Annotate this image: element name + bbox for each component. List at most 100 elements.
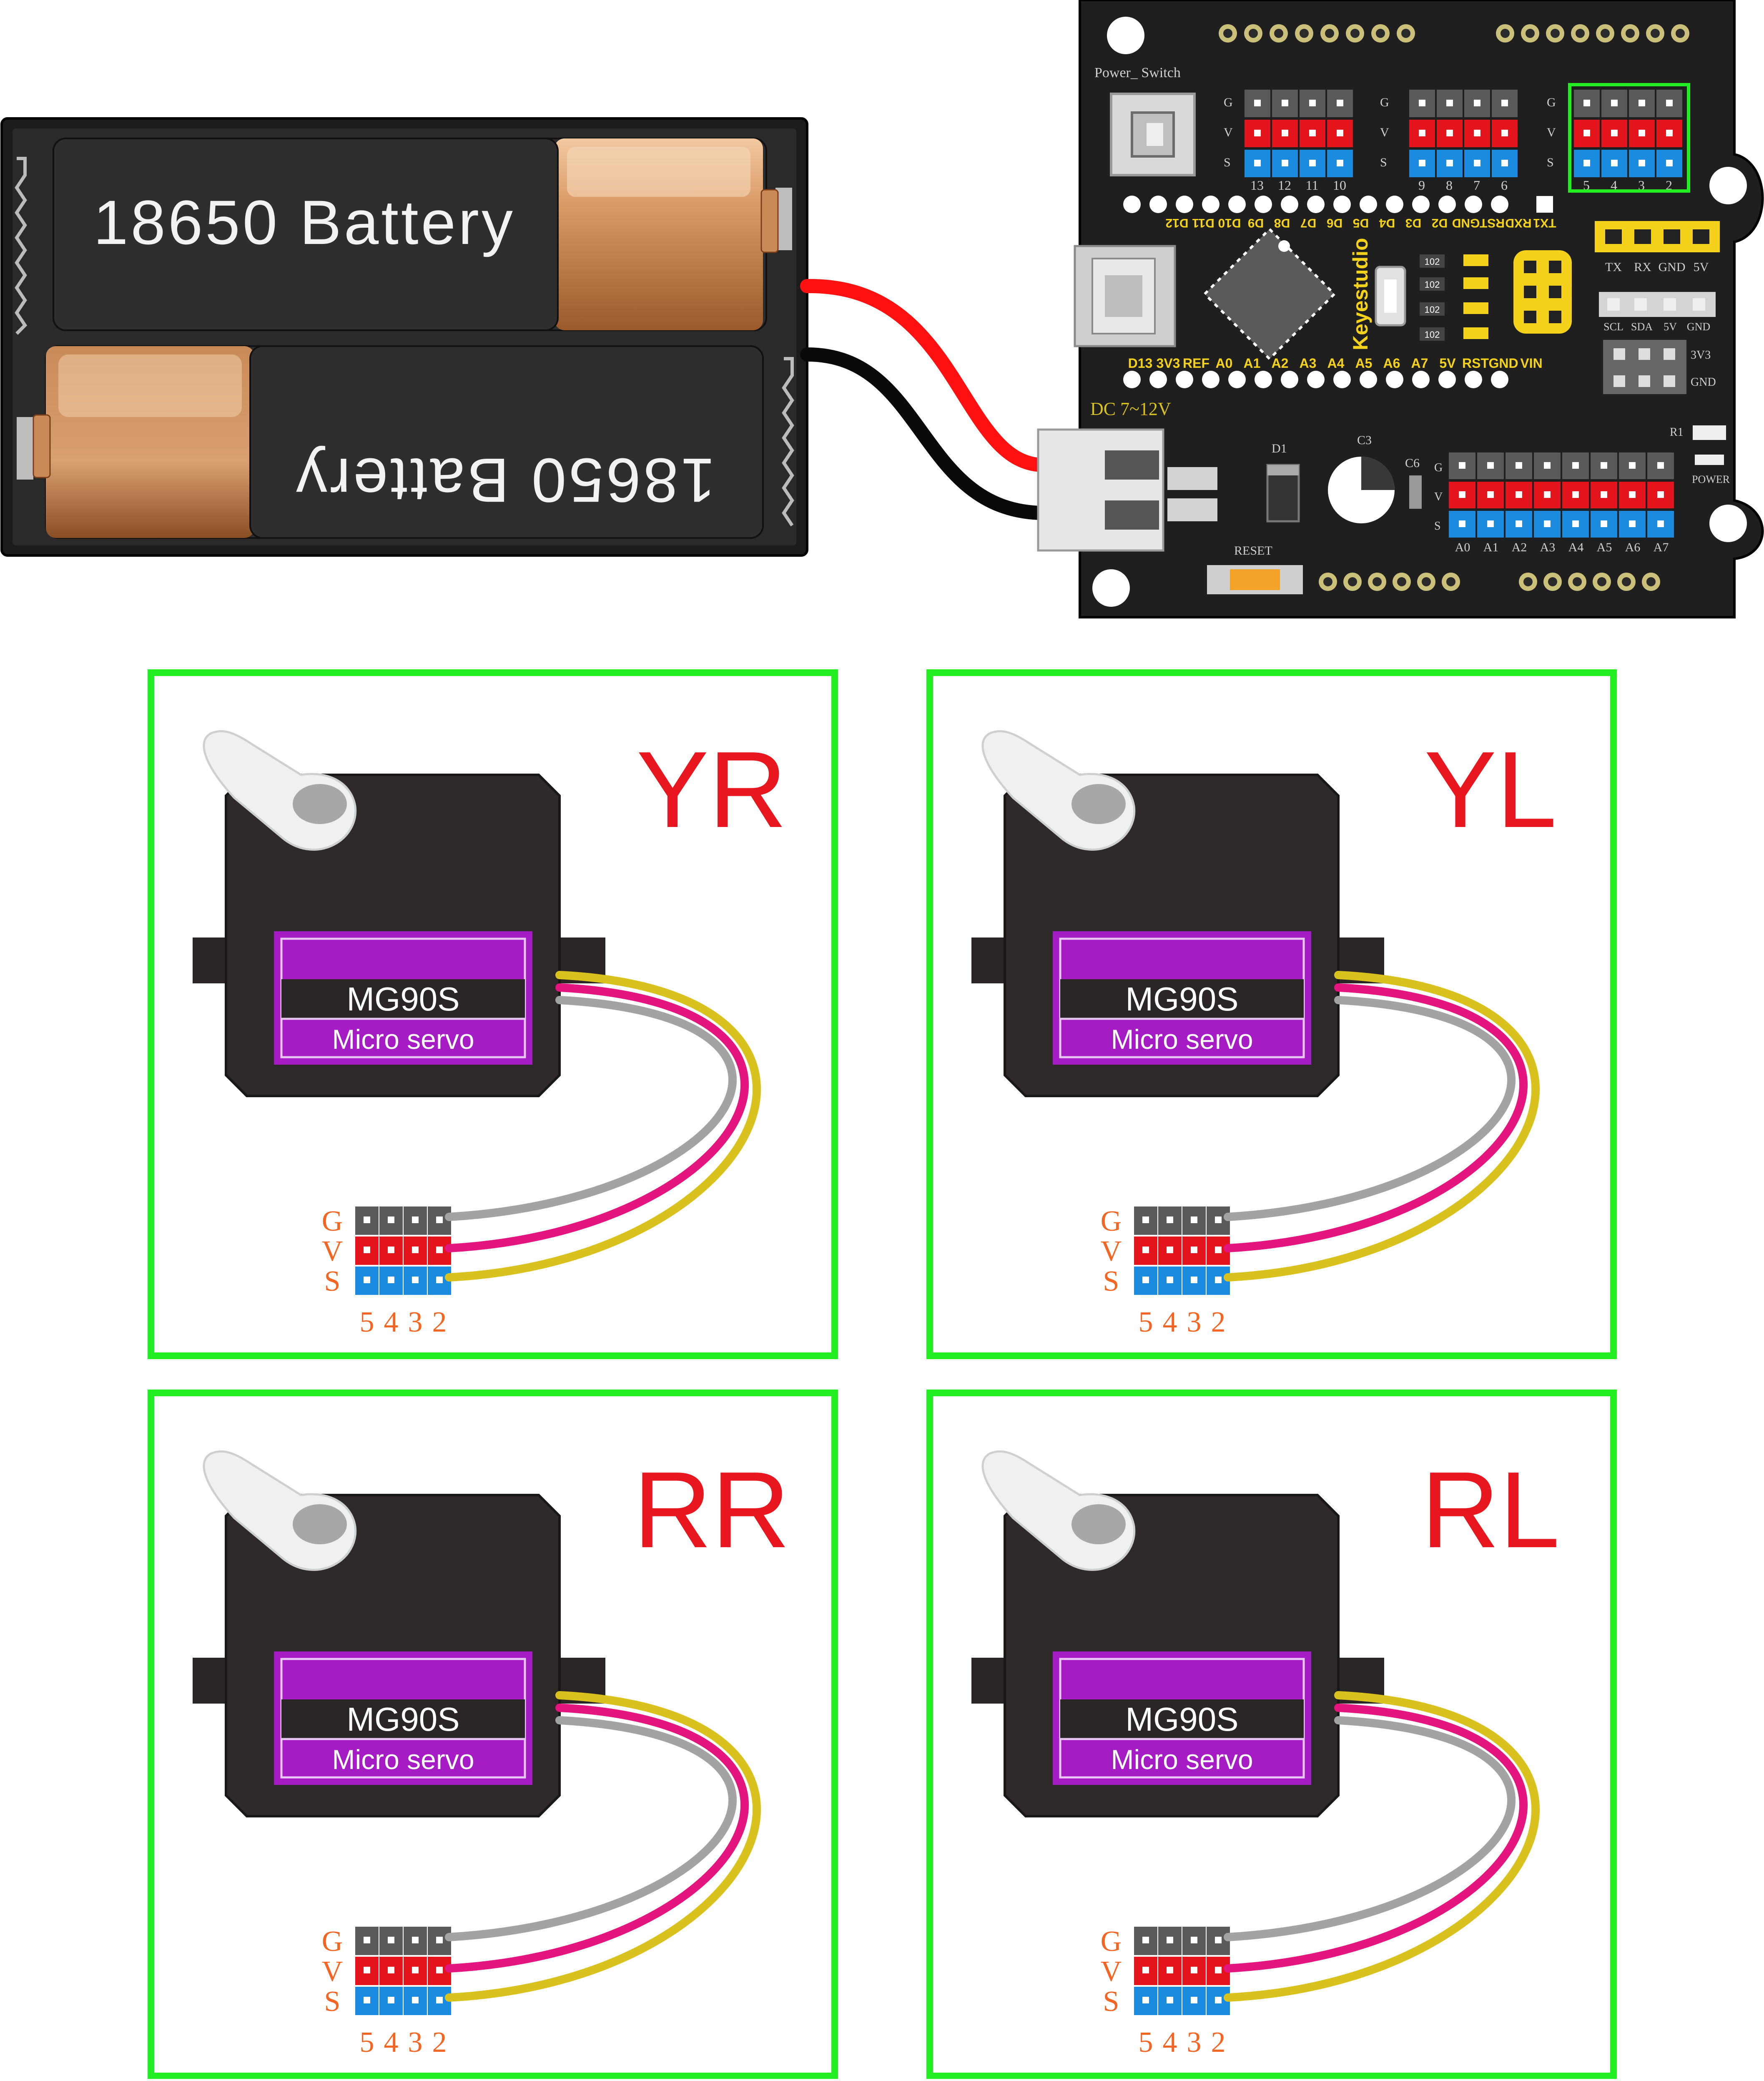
pin-number-label: 2 — [432, 2026, 447, 2058]
servo-shaft — [1071, 1504, 1126, 1544]
servo-wire — [1224, 1704, 1528, 1973]
analog-pin-label: A5 — [1597, 540, 1612, 554]
pin-number-label: 2 — [1211, 2026, 1226, 2058]
pin-label: A6 — [1383, 356, 1400, 371]
pin-hole — [1281, 371, 1298, 388]
power-switch[interactable] — [1110, 93, 1196, 176]
analog-pin-label: A4 — [1568, 540, 1584, 554]
gvs-row-label: G — [1224, 96, 1233, 109]
pin-label: D4 — [1379, 216, 1395, 230]
pin-label: D10 — [1218, 216, 1241, 230]
digital-pin-number: 11 — [1306, 178, 1319, 193]
analog-pin-label: A3 — [1540, 540, 1556, 554]
servo-wire — [445, 1691, 761, 2002]
i2c-header — [1599, 292, 1716, 317]
pin-label: 3V3 — [1157, 356, 1180, 371]
brand-label: Keyestudio — [1349, 238, 1372, 350]
analog-pin-label: A1 — [1483, 540, 1499, 554]
power-header — [1603, 340, 1686, 394]
serial-pin-label: 5V — [1694, 260, 1709, 274]
serial-pin-label: GND — [1659, 260, 1686, 274]
pin-number-label: 2 — [1211, 1306, 1226, 1338]
servo-type: Micro servo — [1111, 1024, 1253, 1055]
capacitor-c6 — [1409, 475, 1422, 509]
servo-wire — [445, 971, 761, 1282]
serial-pin-label: TX — [1605, 260, 1622, 274]
dc-power-connector[interactable] — [1037, 428, 1217, 552]
servo-wire — [1224, 983, 1528, 1252]
pin-hole — [1281, 196, 1298, 213]
pin-hole — [1386, 371, 1403, 388]
pin-number-label: 3 — [1187, 1306, 1202, 1338]
icsp-header — [1513, 250, 1572, 334]
battery-bottom-label: 18650 Battery — [294, 445, 715, 515]
i2c-pin-label: SDA — [1631, 321, 1653, 333]
servo-type: Micro servo — [1111, 1744, 1253, 1775]
gvs-row-label: S — [1103, 1985, 1119, 2018]
battery-cell-top: 18650 Battery — [53, 138, 779, 331]
pin-label: A5 — [1355, 356, 1373, 371]
servo-position-label: RL — [1421, 1450, 1560, 1571]
gvs-row-label: S — [1380, 156, 1387, 169]
gvs-row-label: S — [324, 1985, 341, 2018]
gvs-row-label: V — [1101, 1955, 1122, 1988]
pin-hole — [1307, 371, 1325, 388]
pin-number-label: 4 — [384, 2026, 399, 2058]
reset-button[interactable] — [1207, 565, 1303, 594]
pin-label: D8 — [1274, 216, 1290, 230]
pin-label: D13 — [1128, 356, 1153, 371]
digital-pin-number: 9 — [1418, 178, 1425, 193]
battery-black-wire — [800, 347, 1049, 520]
pin-hole — [1438, 371, 1456, 388]
i2c-pin-label: GND — [1687, 321, 1710, 333]
side-label-3v3: 3V3 — [1691, 349, 1711, 362]
pin-hole — [1123, 196, 1141, 213]
gvs-row-label: S — [1547, 156, 1554, 169]
microcontroller-chip — [1203, 227, 1336, 361]
pin-hole — [1438, 196, 1456, 213]
pin-label: TX1 — [1533, 216, 1556, 230]
r1-label: R1 — [1670, 426, 1684, 439]
servo-wire — [1224, 1691, 1540, 2002]
analog-pin-label: A6 — [1625, 540, 1641, 554]
pin-number-label: 5 — [360, 1306, 374, 1338]
pin-number-label: 3 — [1187, 2026, 1202, 2058]
resistors: 102 102 102 102 — [1420, 254, 1488, 341]
digital-pin-number: 4 — [1611, 178, 1617, 193]
gvs-row-label: V — [1547, 126, 1556, 139]
battery-red-wire — [800, 279, 1049, 472]
mini-usb-port[interactable] — [1074, 245, 1176, 347]
pin-label: D9 — [1248, 216, 1264, 230]
gvs-row-label: V — [1224, 126, 1233, 139]
pin-label: D7 — [1300, 216, 1316, 230]
servo-model: MG90S — [346, 980, 459, 1018]
highlight-pins-5-2 — [1568, 83, 1690, 193]
analog-pin-label: A7 — [1654, 540, 1669, 554]
digital-pin-number: 7 — [1473, 178, 1480, 193]
pin-hole — [1307, 196, 1325, 213]
pin-label: VIN — [1520, 356, 1542, 371]
pin-number-label: 5 — [1139, 1306, 1153, 1338]
pin-number-label: 4 — [1163, 2026, 1177, 2058]
pin-hole — [1123, 371, 1141, 388]
pin-hole — [1255, 196, 1272, 213]
dc-input-label: DC 7~12V — [1090, 399, 1171, 419]
servo-wire — [445, 996, 737, 1221]
pin-hole — [1333, 196, 1351, 213]
servo-shaft — [293, 784, 347, 824]
servo-wire — [1224, 996, 1516, 1221]
gvs-header-analog-pins — [1449, 452, 1674, 538]
pin-number-label: 3 — [408, 1306, 423, 1338]
gvs-row-label: G — [1101, 1925, 1122, 1958]
